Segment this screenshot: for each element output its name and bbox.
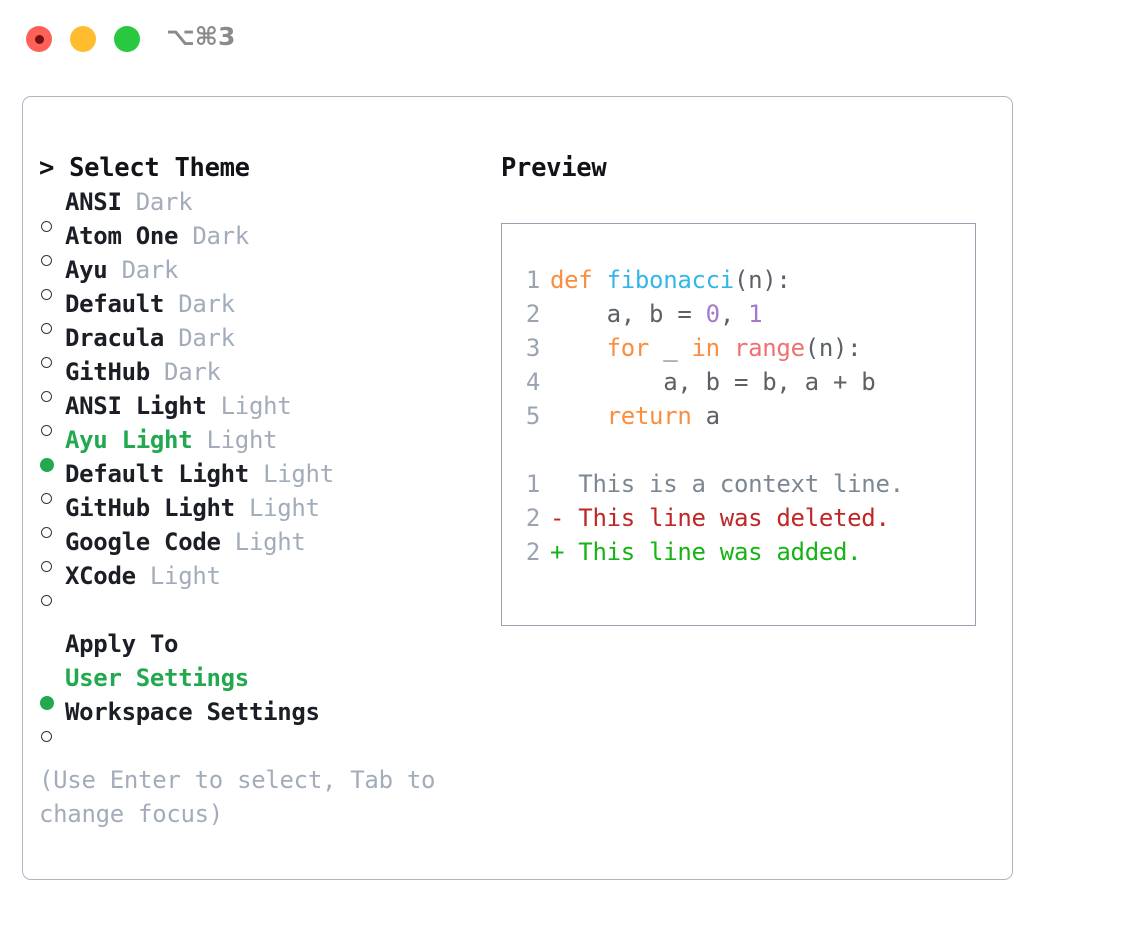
apply-to-option-label: User Settings xyxy=(65,664,249,692)
theme-option-label: Google Code xyxy=(65,528,221,556)
theme-option-label: ANSI Light xyxy=(65,392,207,420)
theme-option-google-code[interactable]: Google Code Light xyxy=(39,525,499,572)
theme-option-variant-tag: Dark xyxy=(121,188,193,216)
theme-option-variant-tag: Light xyxy=(220,528,306,556)
code-line-number: 4 xyxy=(525,368,540,396)
minimize-window-icon[interactable] xyxy=(70,26,96,52)
apply-to-heading: Apply To xyxy=(65,630,179,658)
code-token-punct: (n): xyxy=(804,334,862,362)
theme-option-variant-tag: Dark xyxy=(178,222,249,250)
theme-option-variant-tag: Light xyxy=(192,426,278,454)
theme-option-variant-tag: Dark xyxy=(164,290,235,318)
theme-option-variant-tag: Dark xyxy=(107,256,179,284)
code-line-number: 2 xyxy=(525,300,540,328)
theme-option-label: Atom One xyxy=(65,222,179,250)
apply-to-option-user-settings[interactable]: User Settings xyxy=(39,661,499,710)
theme-option-ayu[interactable]: Ayu Dark xyxy=(39,253,499,300)
code-token-bi: range xyxy=(733,334,805,362)
close-window-icon[interactable] xyxy=(26,26,52,52)
code-line: 4 a, b = b, a + b xyxy=(514,365,876,399)
code-token-kw: in xyxy=(691,334,721,362)
theme-option-variant-tag: Light xyxy=(135,562,221,590)
theme-option-variant-tag: Light xyxy=(234,494,320,522)
code-token-fn: fibonacci xyxy=(606,266,735,294)
theme-option-github[interactable]: GitHub Dark xyxy=(39,355,499,402)
code-line-number: 5 xyxy=(525,402,540,430)
code-line: 3 for _ in range(n): xyxy=(514,331,875,365)
theme-option-default[interactable]: Default Dark xyxy=(39,287,499,334)
theme-option-default-light[interactable]: Default Light Light xyxy=(39,457,499,504)
diff-line-number: 2 xyxy=(525,538,540,566)
theme-option-label: Default Light xyxy=(65,460,249,488)
select-theme-heading: > Select Theme xyxy=(39,153,250,183)
code-token-plain xyxy=(550,402,607,430)
diff-text: This line was deleted. xyxy=(564,504,890,532)
code-token-plain xyxy=(550,334,607,362)
code-line-number: 3 xyxy=(525,334,540,362)
theme-option-label: Ayu xyxy=(65,256,108,284)
code-token-punct: (n): xyxy=(733,266,791,294)
code-token-kw: for xyxy=(606,334,650,362)
diff-line-number: 2 xyxy=(525,504,540,532)
diff-line-number: 1 xyxy=(525,470,540,498)
theme-option-xcode[interactable]: XCode Light xyxy=(39,559,499,606)
theme-option-label: Default xyxy=(65,290,165,318)
theme-option-variant-tag: Light xyxy=(248,460,334,488)
code-line-number: 1 xyxy=(525,266,540,294)
code-token-plain: a, b = b, a + b xyxy=(550,368,876,396)
code-token-plain: a, b = xyxy=(550,300,706,328)
code-token-kw: def xyxy=(550,266,607,294)
theme-option-ansi-light[interactable]: ANSI Light Light xyxy=(39,389,499,436)
theme-option-atom-one[interactable]: Atom One Dark xyxy=(39,219,499,266)
code-line: 2 a, b = 0, 1 xyxy=(514,297,875,331)
code-token-plain: a xyxy=(691,402,720,430)
preview-heading: Preview xyxy=(501,153,607,183)
theme-option-ayu-light[interactable]: Ayu Light Light xyxy=(39,423,499,472)
diff-sign: + xyxy=(550,538,565,566)
theme-option-dracula[interactable]: Dracula Dark xyxy=(39,321,499,368)
theme-option-label: Dracula xyxy=(65,324,165,352)
theme-option-variant-tag: Dark xyxy=(164,324,235,352)
diff-sign: - xyxy=(550,504,565,532)
code-token-num: 1 xyxy=(748,300,763,328)
code-token-plain: , xyxy=(719,300,749,328)
code-line: 5 return a xyxy=(514,399,875,433)
apply-to-option-workspace-settings[interactable]: Workspace Settings xyxy=(39,695,499,742)
diff-text: This line was added. xyxy=(564,538,862,566)
theme-option-label: Ayu Light xyxy=(65,426,193,454)
theme-option-label: GitHub Light xyxy=(65,494,235,522)
keyboard-hint-text: (Use Enter to select, Tab to change focu… xyxy=(39,766,436,828)
diff-sample: 1 This is a context line.2- This line wa… xyxy=(514,467,904,569)
code-token-plain xyxy=(720,334,734,362)
diff-line: 2 + This line was added. xyxy=(514,535,904,569)
maximize-window-icon[interactable] xyxy=(114,26,140,52)
theme-option-variant-tag: Light xyxy=(206,392,292,420)
window-titlebar: ⌥⌘3 xyxy=(0,0,1140,78)
theme-option-label: GitHub xyxy=(65,358,150,386)
apply-to-option-label: Workspace Settings xyxy=(65,698,320,726)
theme-option-label: ANSI xyxy=(65,188,122,216)
diff-text: This is a context line. xyxy=(564,470,904,498)
code-token-plain: _ xyxy=(649,334,692,362)
code-line: 1 def fibonacci(n): xyxy=(514,263,875,297)
diff-line: 2- This line was deleted. xyxy=(514,501,904,535)
theme-option-label: XCode xyxy=(65,562,136,590)
theme-option-github-light[interactable]: GitHub Light Light xyxy=(39,491,499,538)
code-token-kw: return xyxy=(606,402,692,430)
diff-line: 1 This is a context line. xyxy=(514,467,904,501)
theme-option-ansi[interactable]: ANSI Dark xyxy=(39,185,499,232)
traffic-light-buttons xyxy=(26,26,140,52)
keyboard-shortcut-label: ⌥⌘3 xyxy=(166,22,236,51)
theme-option-variant-tag: Dark xyxy=(149,358,221,386)
diff-sign xyxy=(550,470,564,498)
code-token-num: 0 xyxy=(705,300,720,328)
